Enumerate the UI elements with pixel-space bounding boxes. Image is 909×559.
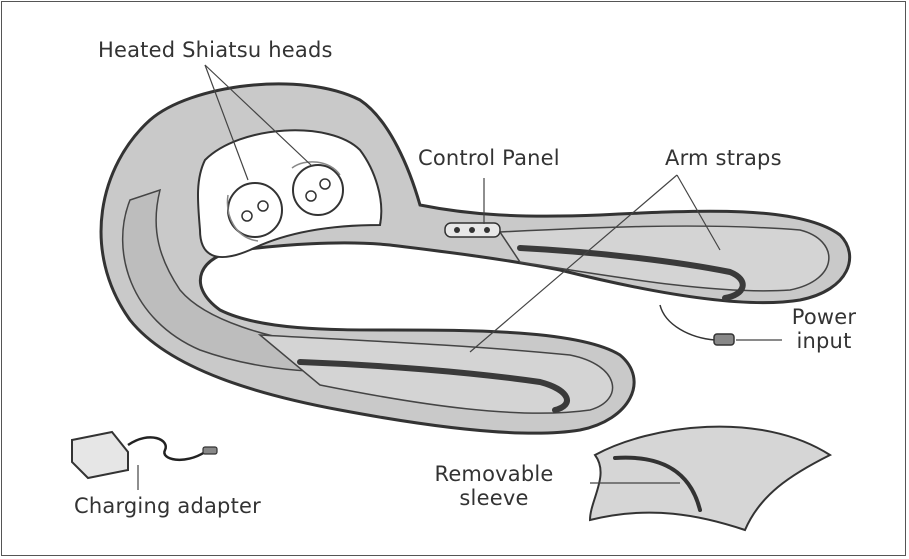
control-button-1 (454, 227, 460, 233)
control-button-3 (484, 227, 490, 233)
label-control-panel: Control Panel (418, 146, 560, 170)
charging-adapter-icon (72, 432, 128, 478)
removable-sleeve-shape (590, 427, 830, 530)
label-heated-heads: Heated Shiatsu heads (98, 38, 333, 62)
label-charging-adapter: Charging adapter (74, 494, 261, 518)
label-removable-sleeve-line2: sleeve (434, 486, 554, 510)
label-removable-sleeve-line1: Removable (434, 462, 554, 486)
control-button-2 (469, 227, 475, 233)
label-arm-straps: Arm straps (665, 146, 782, 170)
label-power-input: Power input (788, 305, 860, 353)
adapter-cord (128, 437, 205, 459)
power-cord (660, 305, 715, 340)
adapter-plug-tip (203, 447, 217, 454)
power-plug-icon (714, 334, 734, 345)
label-power-input-line2: input (788, 329, 860, 353)
label-removable-sleeve: Removable sleeve (434, 462, 554, 510)
label-power-input-line1: Power (788, 305, 860, 329)
shiatsu-head-right (293, 165, 343, 215)
